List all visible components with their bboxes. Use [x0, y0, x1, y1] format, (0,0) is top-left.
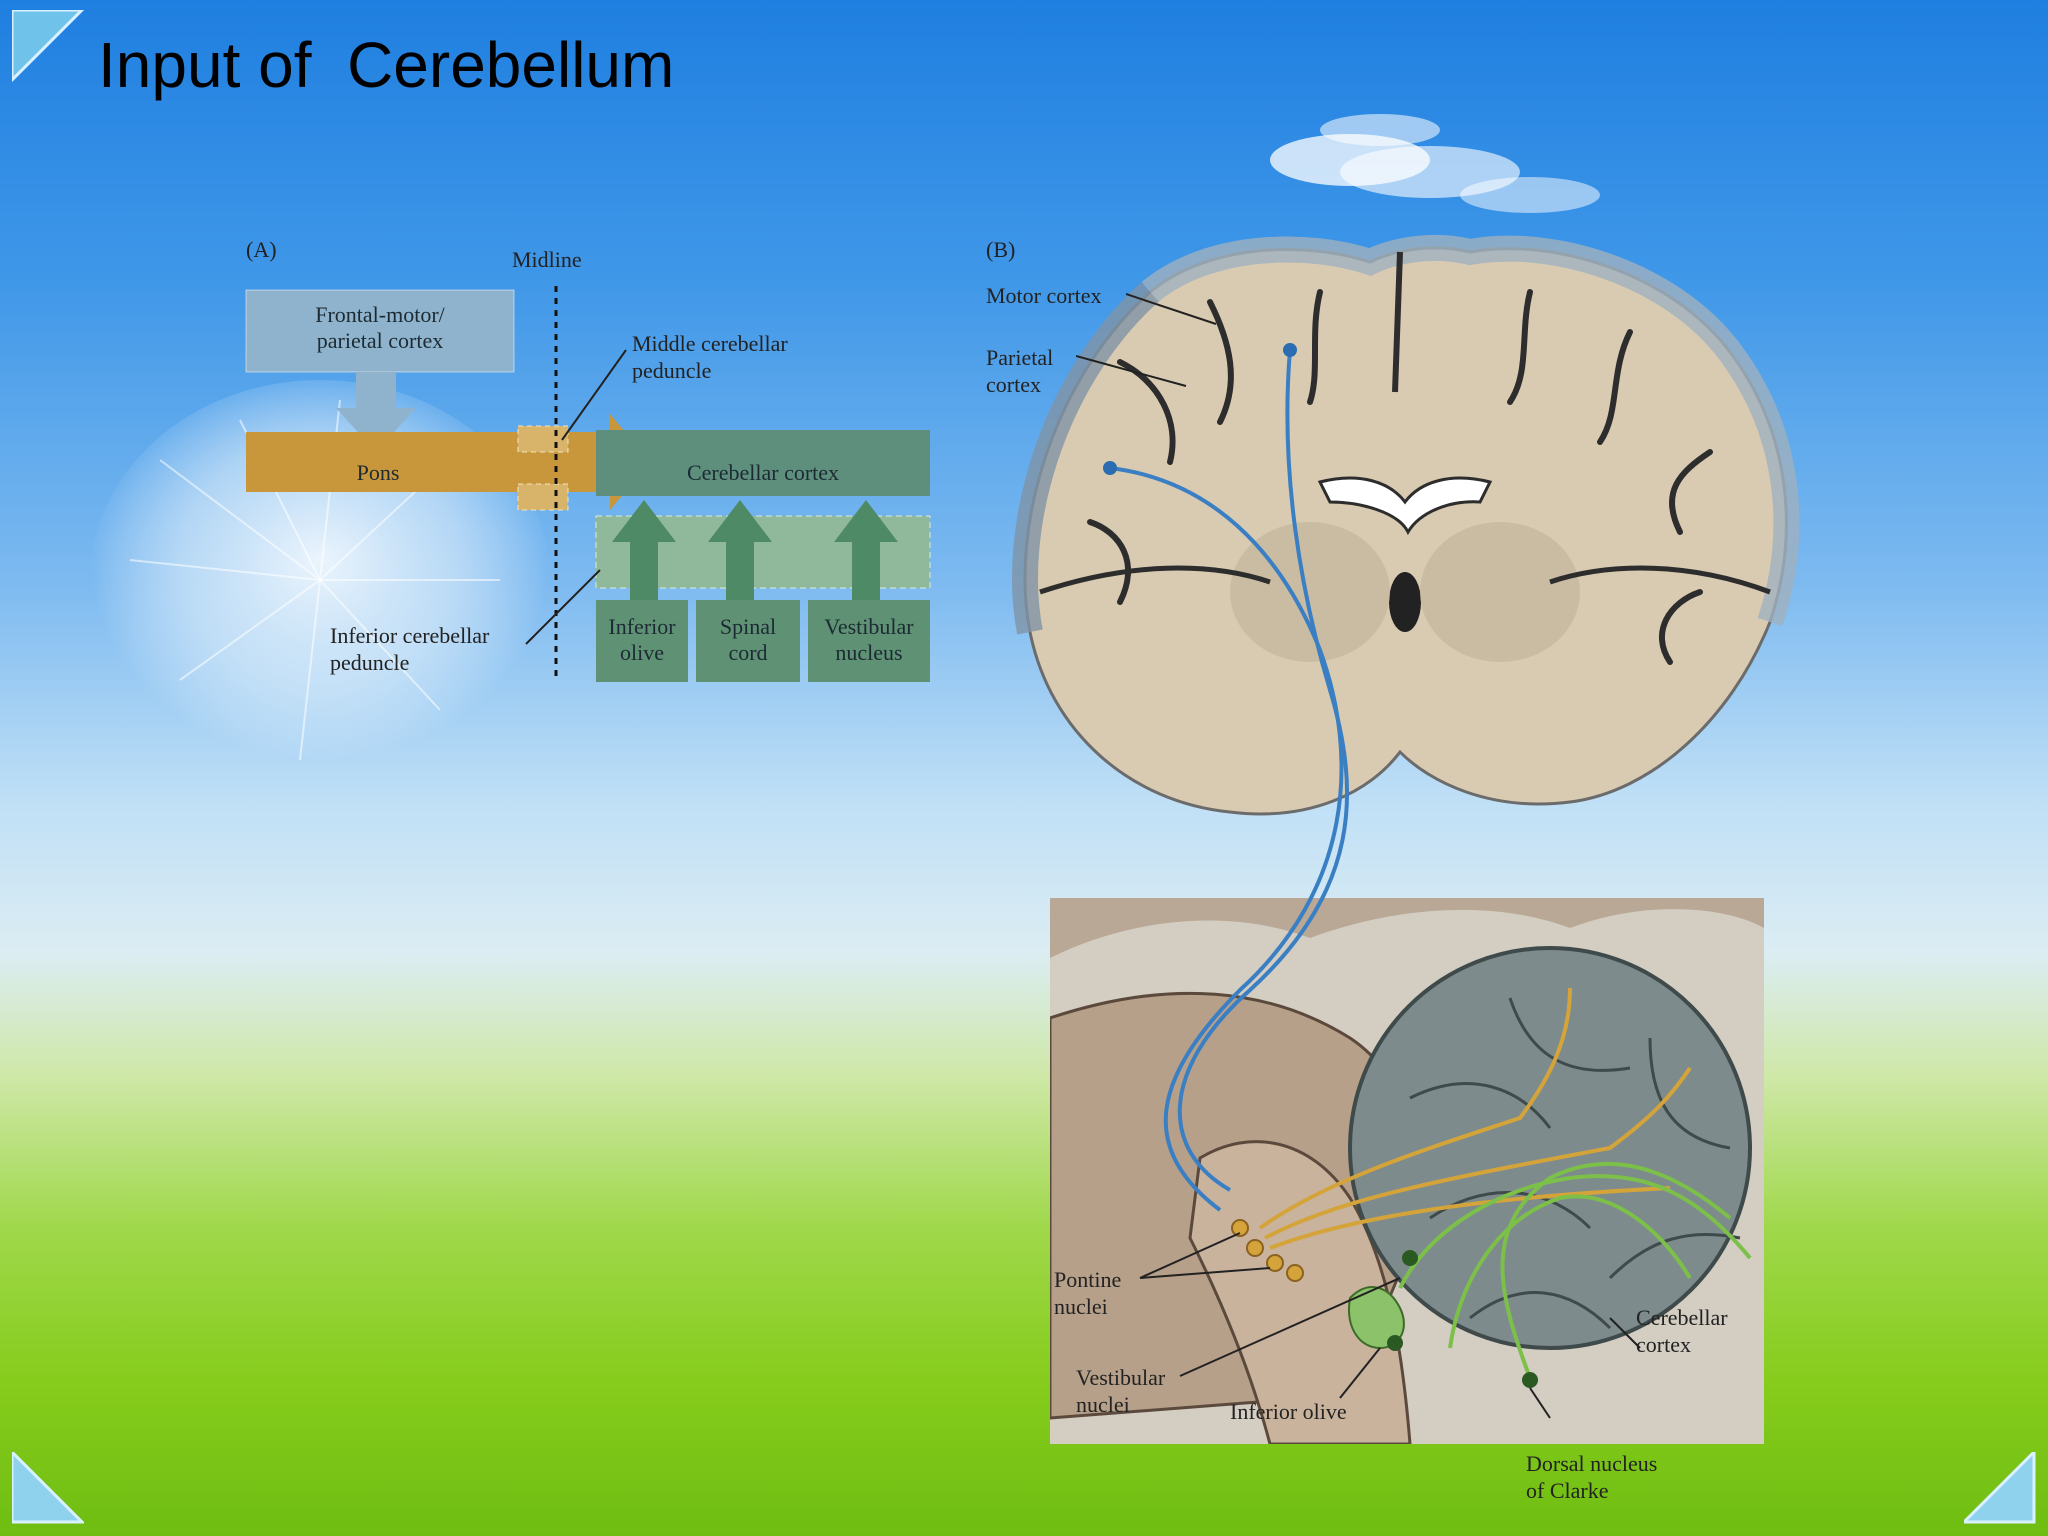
inferior-olive-label: Inferior olive	[608, 614, 676, 665]
midline-label: Midline	[512, 247, 582, 272]
corner-decoration-bottom-left	[12, 1452, 84, 1524]
middle-peduncle-label: Middle cerebellar peduncle	[632, 331, 788, 383]
lateral-ventricles	[1317, 476, 1493, 536]
olive-leader	[1339, 1347, 1381, 1399]
parietal-cortex-label: Parietal cortex	[986, 345, 1054, 397]
inferior-peduncle-label: Inferior cerebellar peduncle	[330, 623, 490, 675]
brain-coronal-section	[1012, 234, 1800, 816]
spinal-cord-label: Spinal cord	[719, 614, 777, 665]
cerebellar-cortex-box	[596, 430, 930, 496]
corticopontine-pathways	[1103, 343, 1349, 1212]
parietal-cortex-leader	[1076, 355, 1187, 387]
frontal-cortex-box	[245, 289, 515, 373]
pons-label: Pons	[356, 460, 400, 485]
vestibular-leader	[1179, 1277, 1401, 1377]
slide-title: Input of Cerebellum	[98, 29, 675, 101]
brainstem-sagittal-section	[1050, 898, 1764, 1444]
motor-cortex-label: Motor cortex	[986, 283, 1102, 308]
inferior-olive-box	[596, 600, 688, 682]
inferior-olive-b-label: Inferior olive	[1230, 1399, 1347, 1424]
vestibular-arrow	[834, 500, 898, 600]
cerebellar-cortex-leader	[1609, 1317, 1641, 1349]
middle-peduncle-leader	[561, 349, 627, 441]
corner-decoration-top-left	[12, 10, 84, 82]
cortex-to-pons-arrow	[336, 372, 416, 452]
middle-peduncle-lower	[517, 483, 569, 511]
spinal-cord-box	[696, 600, 800, 682]
spinal-cord-arrow	[708, 500, 772, 600]
motor-cortex-leader	[1126, 293, 1217, 325]
corner-decoration-bottom-right	[1964, 1452, 2036, 1524]
inferior-olive-arrow	[612, 500, 676, 600]
frontal-cortex-label: Frontal-motor/ parietal cortex	[315, 302, 445, 353]
cloud-decoration	[1270, 114, 1600, 213]
panel-a-label: (A)	[246, 237, 277, 262]
pontine-leader	[1139, 1232, 1241, 1279]
vestibular-nuclei-label: Vestibular nuclei	[1076, 1365, 1166, 1417]
panel-a-diagram	[245, 286, 931, 682]
vestibular-nucleus-box	[808, 600, 930, 682]
dorsal-nucleus-clarke-label: Dorsal nucleus of Clarke	[1526, 1451, 1658, 1503]
cerebellum	[1348, 946, 1752, 1350]
panel-b-label: (B)	[986, 237, 1016, 262]
clarke-leader	[1529, 1387, 1551, 1419]
pontine-nuclei-label: Pontine nuclei	[1054, 1267, 1122, 1319]
middle-peduncle-upper	[517, 425, 569, 453]
vestibular-nucleus-label: Vestibular nucleus	[824, 614, 914, 665]
cerebellar-cortex-label: Cerebellar cortex	[686, 460, 840, 485]
inferior-peduncle-leader	[525, 569, 601, 645]
third-ventricle	[1389, 572, 1421, 632]
cerebellar-cortex-b-label: Cerebellar cortex	[1636, 1305, 1728, 1357]
